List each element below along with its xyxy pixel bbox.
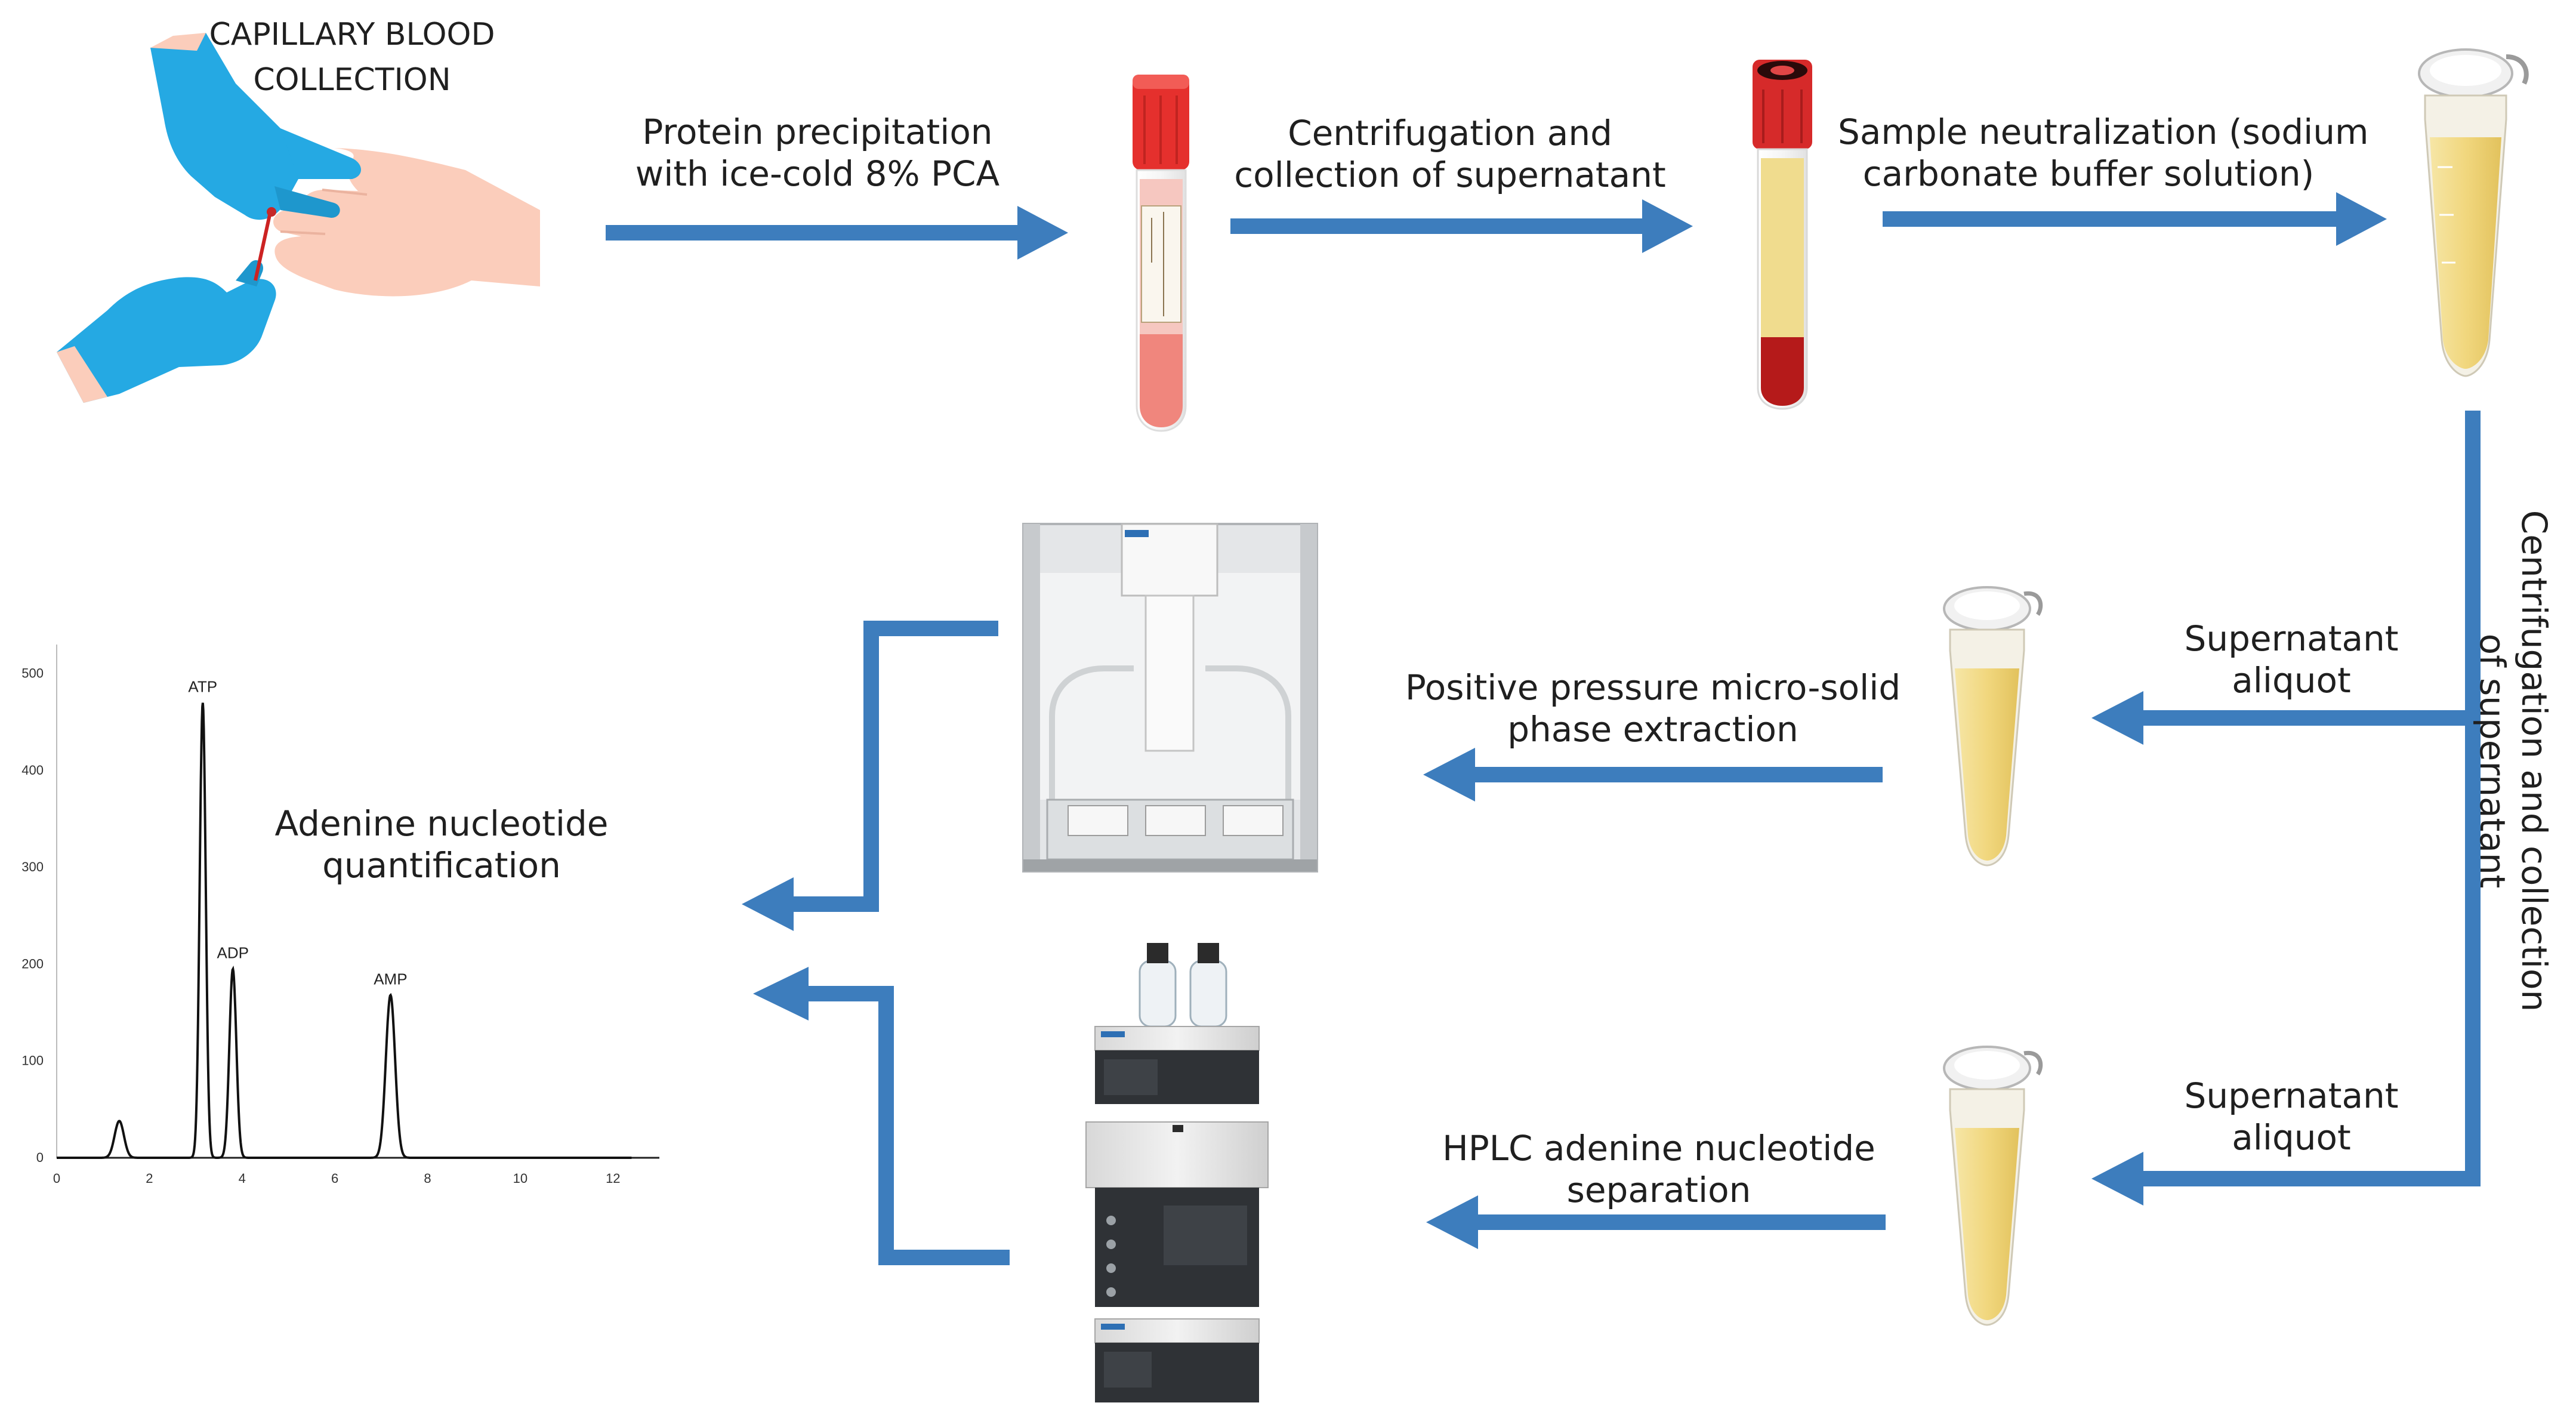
vertical-flow-line: [2465, 411, 2481, 1186]
arrow-centrifugation: [1230, 199, 1693, 253]
arrow-spe: [1423, 748, 1883, 801]
chromatogram-chart: 0 2 4 6 8 10 12 0 100 200 300 400 500 ATP ADP AMP: [21, 645, 659, 1186]
label-aliquot-bottom-line1: Supernatant: [2184, 1075, 2399, 1116]
microcentrifuge-tube-icon-large: [2418, 48, 2529, 377]
y-tick-label: 200: [21, 956, 44, 971]
label-hplc-separation: HPLC adenine nucleotide separation: [1420, 1127, 1898, 1211]
label-centrifugation: Centrifugation and collection of superna…: [1217, 112, 1683, 196]
label-spe: Positive pressure micro-solid phase extr…: [1402, 667, 1904, 750]
x-tick-label: 4: [239, 1171, 246, 1186]
label-sample-neutralization: Sample neutralization (sodium carbonate …: [1838, 111, 2369, 195]
label-vertical-line1: Centrifugation and collection: [2514, 510, 2555, 1012]
y-tick-label: 500: [21, 666, 44, 681]
arrow-aliquot-top: [2091, 691, 2473, 745]
label-aliquot-bottom-line2: aliquot: [2232, 1117, 2351, 1158]
label-neutralization-line1: Sample neutralization (sodium: [1838, 112, 2369, 152]
chromatogram-trace: [57, 702, 632, 1159]
label-supernatant-aliquot-top: Supernatant aliquot: [2148, 618, 2435, 701]
label-hplc-line2: separation: [1566, 1170, 1751, 1210]
label-aliquot-top-line1: Supernatant: [2184, 618, 2399, 659]
microcentrifuge-tube-icon-aliquot-top: [1943, 586, 2043, 867]
label-neutralization-line2: carbonate buffer solution): [1862, 153, 2315, 194]
label-collection-line1: CAPILLARY BLOOD: [209, 17, 495, 53]
label-adenine-quantification: Adenine nucleotide quantification: [263, 803, 621, 886]
peak-label-amp: AMP: [374, 970, 407, 988]
label-protein-precipitation: Protein precipitation with ice-cold 8% P…: [597, 111, 1038, 195]
label-vertical-line2: of supernatant: [2472, 633, 2513, 889]
label-vertical-centrifugation: Centrifugation and collection of superna…: [2472, 483, 2555, 1038]
elbow-arrow-spe-to-chart: [742, 621, 998, 931]
hands-capillary-collection-icon: [57, 33, 540, 403]
label-collection-line2: COLLECTION: [253, 62, 451, 98]
y-tick-label: 400: [21, 763, 44, 778]
label-hplc-line1: HPLC adenine nucleotide: [1442, 1128, 1875, 1169]
x-tick-label: 12: [606, 1171, 620, 1186]
peak-label-adp: ADP: [217, 944, 248, 962]
x-tick-label: 10: [513, 1171, 527, 1186]
y-tick-label: 100: [21, 1053, 44, 1068]
microcentrifuge-tube-icon-aliquot-bottom: [1943, 1046, 2043, 1326]
x-tick-label: 6: [331, 1171, 338, 1186]
label-precipitation-line1: Protein precipitation: [642, 112, 993, 152]
label-spe-line2: phase extraction: [1507, 709, 1798, 750]
label-centrifugation-line1: Centrifugation and: [1288, 113, 1612, 153]
label-precipitation-line2: with ice-cold 8% PCA: [635, 153, 1000, 194]
blood-collection-tube-icon: [1133, 75, 1189, 432]
peak-label-atp: ATP: [188, 677, 217, 695]
hplc-system-icon: [1085, 943, 1269, 1402]
x-tick-label: 8: [424, 1171, 431, 1186]
label-supernatant-aliquot-bottom: Supernatant aliquot: [2148, 1075, 2435, 1158]
arrow-aliquot-bottom: [2091, 1152, 2473, 1206]
label-quant-line2: quantification: [322, 845, 561, 886]
label-aliquot-top-line2: aliquot: [2232, 660, 2351, 701]
centrifuged-tube-icon: [1753, 60, 1812, 410]
x-tick-label: 2: [146, 1171, 153, 1186]
label-capillary-blood-collection: CAPILLARY BLOOD COLLECTION: [185, 12, 519, 103]
label-centrifugation-line2: collection of supernatant: [1234, 155, 1666, 195]
arrow-precipitation: [606, 206, 1068, 260]
arrow-neutralization: [1883, 192, 2387, 246]
arrow-hplc: [1426, 1195, 1886, 1249]
elbow-arrow-hplc-to-chart: [753, 967, 1010, 1265]
x-tick-label: 0: [53, 1171, 60, 1186]
label-spe-line1: Positive pressure micro-solid: [1405, 667, 1901, 708]
y-tick-label: 300: [21, 859, 44, 874]
label-quant-line1: Adenine nucleotide: [274, 803, 609, 844]
spe-robot-icon: [1022, 523, 1318, 873]
y-tick-label: 0: [36, 1150, 44, 1165]
